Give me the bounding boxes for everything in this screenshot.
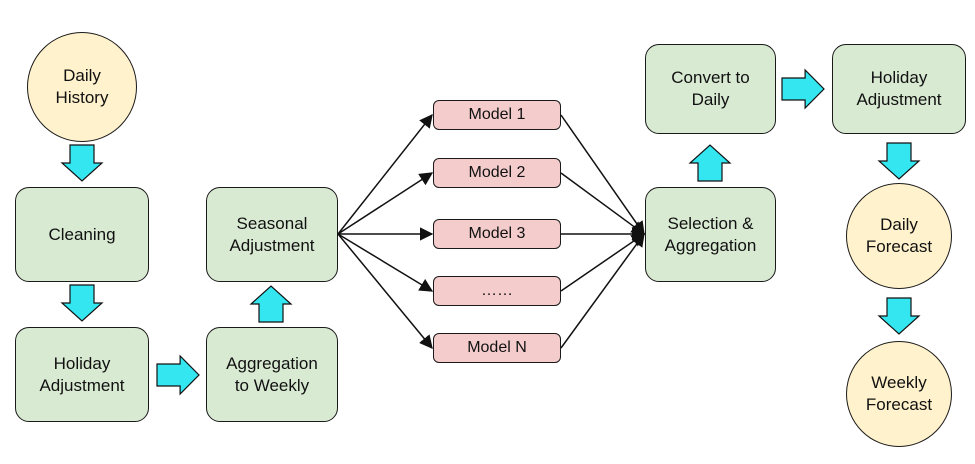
aggregation-to-weekly-node: Aggregation to Weekly <box>206 327 338 422</box>
model-n-label: Model N <box>467 339 527 356</box>
fanin-arrow-1 <box>560 114 645 236</box>
seasonal-adjustment-label: Seasonal Adjustment <box>229 213 315 255</box>
model-ellipsis-node: …… <box>433 276 561 306</box>
model-1-node: Model 1 <box>433 100 561 130</box>
cleaning-node: Cleaning <box>15 187 149 282</box>
block-arrow-convert-to-holiday <box>781 68 825 110</box>
model-2-label: Model 2 <box>468 164 526 181</box>
selection-aggregation-node: Selection & Aggregation <box>645 187 776 282</box>
fanin-arrow-4 <box>560 233 646 292</box>
block-arrow-selection-to-convert <box>688 144 732 182</box>
model-3-label: Model 3 <box>468 225 526 242</box>
daily-forecast-label: Daily Forecast <box>865 215 933 256</box>
daily-forecast-node: Daily Forecast <box>846 183 952 289</box>
model-3-node: Model 3 <box>433 219 561 249</box>
seasonal-adjustment-node: Seasonal Adjustment <box>206 187 338 282</box>
aggregation-to-weekly-label: Aggregation to Weekly <box>226 353 318 395</box>
weekly-forecast-label: Weekly Forecast <box>865 373 933 414</box>
holiday-adjustment-label-2: Holiday Adjustment <box>856 68 942 109</box>
fanout-arrow-1 <box>337 113 433 235</box>
block-arrow-cleaning-to-holiday <box>60 284 104 322</box>
fanout-arrow-2 <box>337 172 434 235</box>
block-arrow-holiday-to-aggregation <box>156 354 200 396</box>
cleaning-label: Cleaning <box>48 224 116 244</box>
block-arrow-holiday-to-daily-forecast <box>877 142 921 180</box>
fanin-arrow-2 <box>560 172 646 235</box>
convert-to-daily-label: Convert to Daily <box>671 68 750 109</box>
holiday-adjustment-label-1: Holiday Adjustment <box>39 353 125 395</box>
block-arrow-daily-to-weekly-forecast <box>877 297 921 335</box>
block-arrow-aggregation-to-seasonal <box>249 285 293 323</box>
model-n-node: Model N <box>433 333 561 363</box>
weekly-forecast-node: Weekly Forecast <box>846 341 952 447</box>
daily-history-label: Daily History <box>55 66 109 107</box>
model-ellipsis-label: …… <box>481 282 513 299</box>
model-2-node: Model 2 <box>433 158 561 188</box>
model-1-label: Model 1 <box>468 106 526 123</box>
holiday-adjustment-node-2: Holiday Adjustment <box>832 44 966 134</box>
block-arrow-history-to-cleaning <box>60 144 104 182</box>
selection-aggregation-label: Selection & Aggregation <box>664 213 757 255</box>
daily-history-node: Daily History <box>27 32 137 142</box>
fanin-arrow-5 <box>560 232 645 349</box>
holiday-adjustment-node-1: Holiday Adjustment <box>15 327 149 422</box>
fanout-arrow-4 <box>337 233 434 292</box>
fanout-arrow-5 <box>337 233 433 350</box>
convert-to-daily-node: Convert to Daily <box>645 44 776 134</box>
